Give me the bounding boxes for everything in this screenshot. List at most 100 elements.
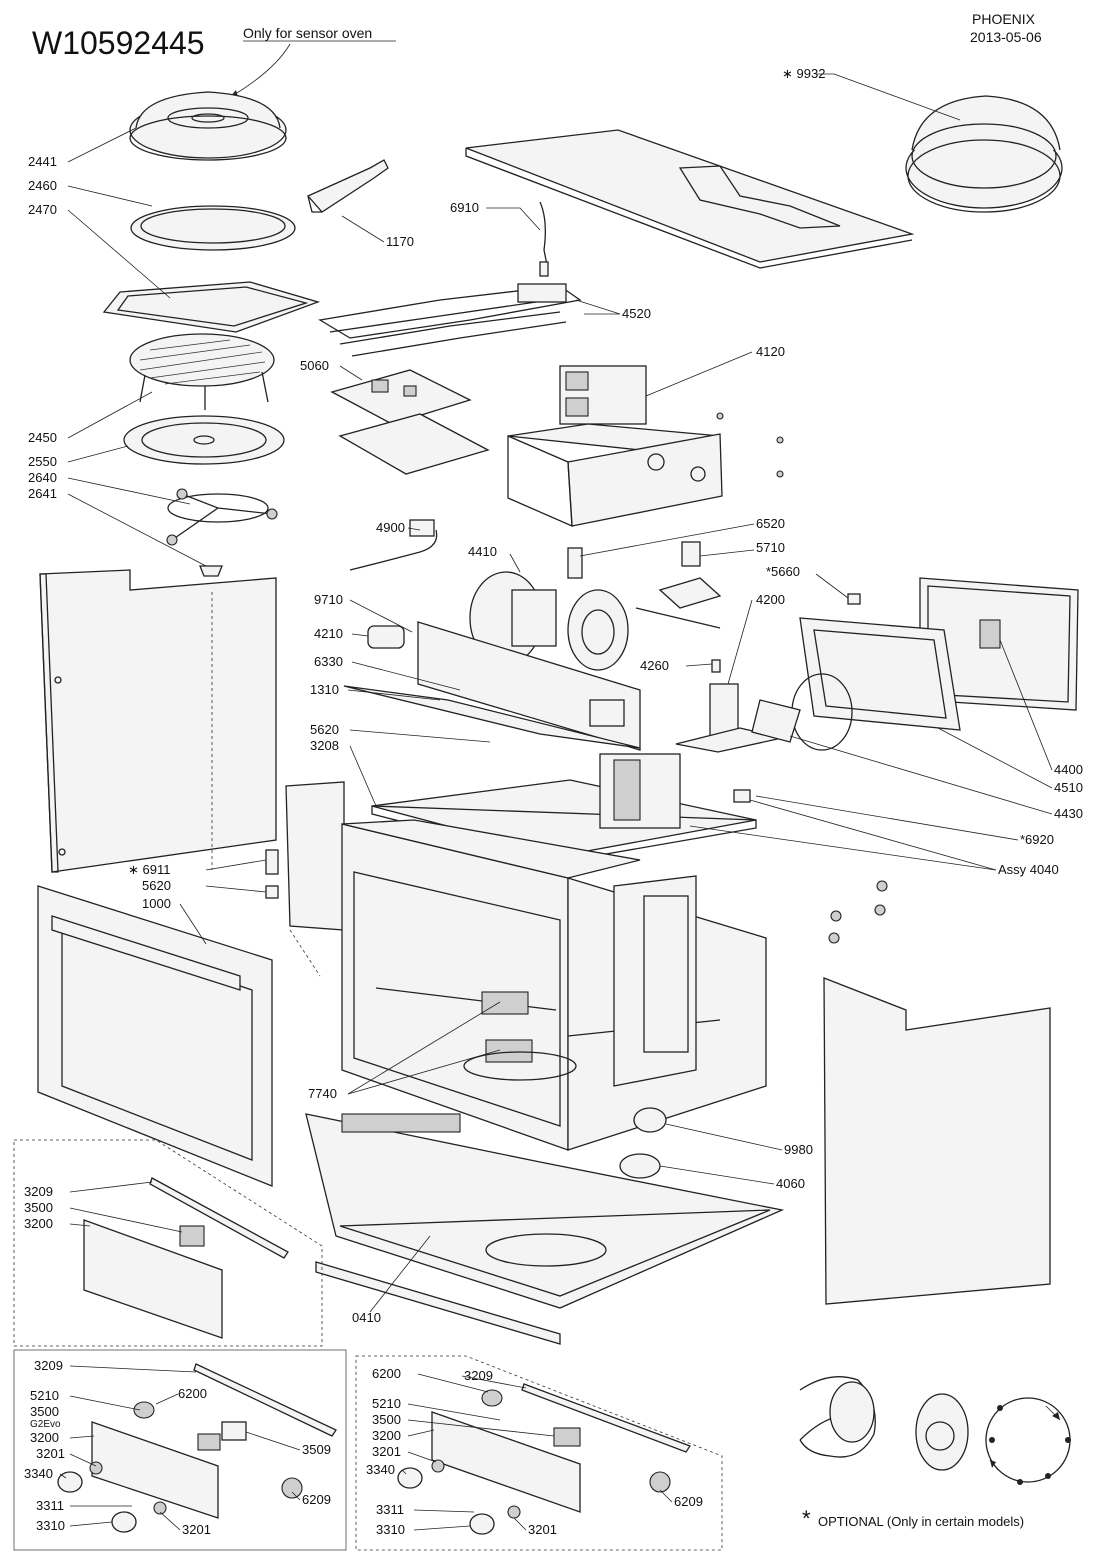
install-rotate-pictogram	[985, 1397, 1071, 1485]
callout-4510: 4510	[1054, 780, 1083, 795]
inset-left-3200: 3200	[30, 1430, 59, 1445]
callout-9932: ∗ 9932	[782, 66, 825, 81]
callout-3208: 3208	[310, 738, 339, 753]
callout-2460: 2460	[28, 178, 57, 193]
install-hand-pictogram	[799, 1376, 876, 1458]
callout-4430: 4430	[1054, 806, 1083, 821]
callout-2640: 2640	[28, 470, 57, 485]
callout-5710: 5710	[756, 540, 785, 555]
callout-6911: ∗ 6911	[128, 862, 170, 877]
inset-control-left: 3209 5210 6200 3500 G2Evo 3200 3201 3340…	[13, 1349, 347, 1551]
inset-right-3200: 3200	[372, 1428, 401, 1443]
callout-1170: 1170	[386, 234, 414, 249]
part-screws	[716, 412, 888, 944]
callout-0410: 0410	[352, 1310, 381, 1325]
inset-left-6209: 6209	[302, 1492, 331, 1507]
inset-right-3311: 3311	[376, 1502, 404, 1517]
part-chassis-bracket	[507, 423, 723, 528]
callout-6920: *6920	[1020, 832, 1054, 847]
inset-left-3201-bottom: 3201	[182, 1522, 211, 1537]
callout-4120: 4120	[756, 344, 785, 359]
footnote-marker: *	[802, 1506, 811, 1531]
part-6910-sensor	[539, 201, 549, 277]
callout-4400: 4400	[1054, 762, 1083, 777]
callout-9710: 9710	[314, 592, 343, 607]
part-1000-door	[37, 885, 273, 1187]
inset-right-5210: 5210	[372, 1396, 401, 1411]
callout-1000: 1000	[142, 896, 171, 911]
part-5660-sensor	[847, 593, 861, 605]
part-2640-roller	[166, 488, 278, 546]
part-4120-transformer	[559, 365, 647, 425]
callout-5660: *5660	[766, 564, 800, 579]
part-2550-turntable	[123, 415, 285, 465]
inset-left-3500: 3500	[30, 1404, 59, 1419]
part-right-bracket	[613, 875, 697, 1087]
callout-assy-4040: Assy 4040	[998, 862, 1059, 877]
date-label: 2013-05-06	[970, 29, 1042, 45]
part-4060-motor	[619, 1153, 661, 1179]
callout-5060: 5060	[300, 358, 329, 373]
inset-right-3209: 3209	[464, 1368, 493, 1383]
inset-right-3310: 3310	[376, 1522, 405, 1537]
inset-top-3209: 3209	[24, 1184, 53, 1199]
part-left-side-panel	[39, 569, 277, 873]
inset-top-3500: 3500	[24, 1200, 53, 1215]
part-2441-cover	[129, 91, 287, 161]
callout-2441: 2441	[28, 154, 57, 169]
callout-6520: 6520	[756, 516, 785, 531]
part-main-cavity	[341, 819, 767, 1151]
inset-right-3500: 3500	[372, 1412, 401, 1427]
part-4260-clip	[711, 659, 721, 673]
part-1310-bracket	[343, 621, 641, 751]
leader-lines	[67, 73, 1053, 1313]
callout-6910: 6910	[450, 200, 479, 215]
callout-4520: 4520	[622, 306, 651, 321]
callout-5620-upper: 5620	[310, 722, 339, 737]
inset-right-6209: 6209	[674, 1494, 703, 1509]
part-0410-base	[305, 1113, 785, 1345]
callout-2550: 2550	[28, 454, 57, 469]
part-4510-waveguide	[791, 617, 961, 751]
part-6520-thermal	[567, 547, 583, 579]
callout-5620-lower: 5620	[142, 878, 171, 893]
inset-top-3200: 3200	[24, 1216, 53, 1231]
part-2641-coupler	[199, 565, 223, 577]
part-vent-column	[285, 781, 345, 977]
inset-right-3201-bottom: 3201	[528, 1522, 557, 1537]
part-4430-stirrer	[751, 699, 801, 743]
inset-left-3310: 3310	[36, 1518, 65, 1533]
part-9980-bracket	[633, 1107, 667, 1133]
inset-left-3509: 3509	[302, 1442, 331, 1457]
inset-left-3209: 3209	[34, 1358, 63, 1373]
part-4900-cord	[349, 519, 438, 571]
part-4520-grill	[318, 283, 582, 357]
sensor-oven-note: Only for sensor oven	[243, 25, 372, 41]
inset-control-right: 6200 3209 5210 3500 3200 3201 3340 6209 …	[355, 1355, 723, 1551]
callout-1310: 1310	[310, 682, 339, 697]
inset-right-3201-top: 3201	[372, 1444, 401, 1459]
model-number: W10592445	[32, 25, 205, 61]
brand-label: PHOENIX	[972, 11, 1036, 27]
inset-right-3340: 3340	[366, 1462, 395, 1477]
inset-right-6200: 6200	[372, 1366, 401, 1381]
callout-9980: 9980	[784, 1142, 813, 1157]
part-top-cover-plate	[465, 129, 915, 269]
part-2460-plate	[130, 205, 296, 251]
part-2470-pan	[102, 281, 321, 333]
callout-4200: 4200	[756, 592, 785, 607]
inset-panel-top: 3209 3500 3200	[13, 1139, 323, 1347]
callout-4260: 4260	[640, 658, 669, 673]
callout-6330: 6330	[314, 654, 343, 669]
part-1170-tool	[306, 159, 389, 213]
part-4200-diode	[675, 683, 783, 753]
part-4210-capacitor	[367, 625, 405, 649]
note-arrow	[231, 43, 291, 97]
callout-7740: 7740	[308, 1086, 337, 1101]
callout-2470: 2470	[28, 202, 57, 217]
part-9932-steamer	[905, 95, 1063, 213]
part-5620-latch	[265, 885, 279, 899]
part-2450-rack	[129, 333, 275, 410]
part-5710-switch	[635, 541, 722, 629]
inset-left-6200: 6200	[178, 1386, 207, 1401]
